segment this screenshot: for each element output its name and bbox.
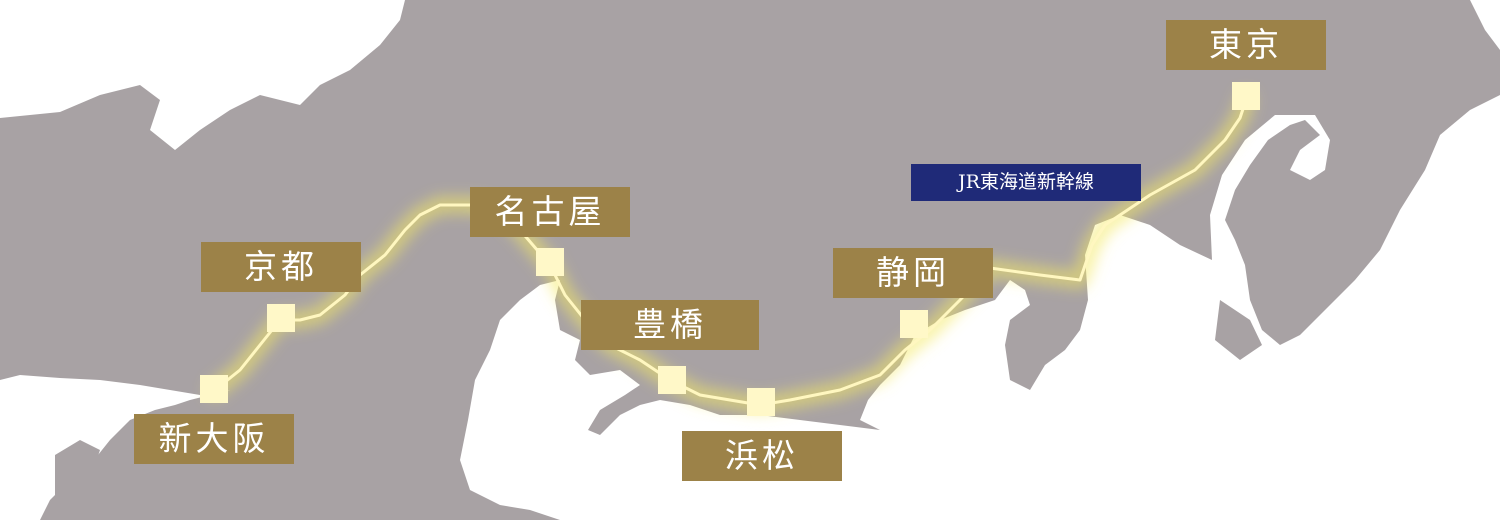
station-marker-nagoya[interactable]: [536, 248, 564, 276]
line-name-label: JR東海道新幹線: [911, 164, 1141, 201]
station-label-shin-osaka[interactable]: 新大阪: [134, 414, 294, 464]
station-marker-hamamatsu[interactable]: [747, 388, 775, 416]
station-marker-tokyo[interactable]: [1232, 82, 1260, 110]
awaji-island: [55, 440, 100, 500]
station-marker-toyohashi[interactable]: [658, 366, 686, 394]
station-label-hamamatsu[interactable]: 浜松: [682, 431, 842, 481]
station-label-nagoya[interactable]: 名古屋: [470, 187, 630, 237]
station-marker-kyoto[interactable]: [267, 304, 295, 332]
station-label-tokyo[interactable]: 東京: [1166, 20, 1326, 70]
station-label-kyoto[interactable]: 京都: [201, 242, 361, 292]
station-marker-shizuoka[interactable]: [900, 310, 928, 338]
station-label-toyohashi[interactable]: 豊橋: [581, 300, 759, 350]
station-label-shizuoka[interactable]: 静岡: [833, 248, 993, 298]
boso-peninsula: [1215, 300, 1262, 360]
station-marker-shin-osaka[interactable]: [200, 375, 228, 403]
